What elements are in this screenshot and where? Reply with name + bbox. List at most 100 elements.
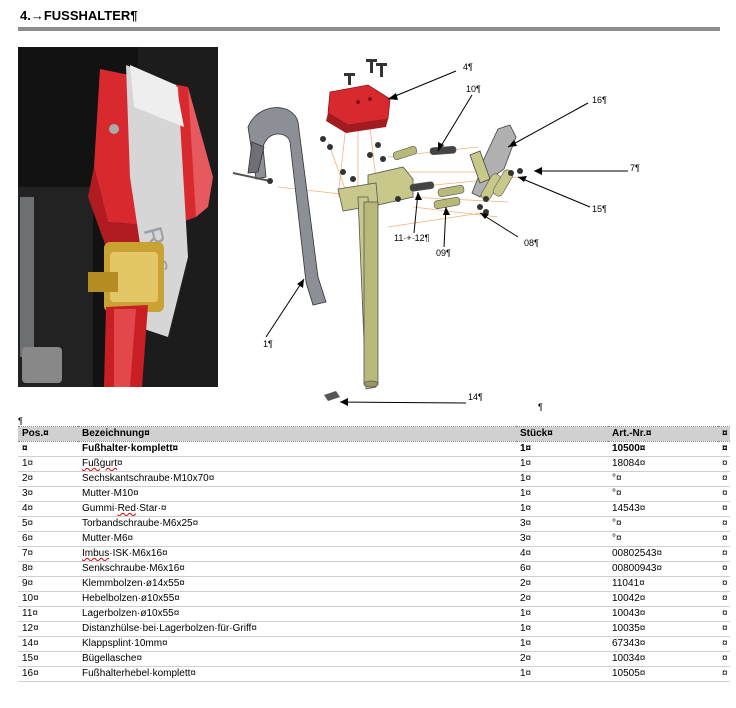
table-row: 15¤Bügellasche¤2¤10034¤¤: [18, 651, 730, 667]
parts-table-body: ¤Fußhalter·komplett¤1¤10500¤¤1¤Fußgurt¤1…: [18, 441, 730, 682]
lever-part: [469, 124, 517, 198]
callout-10: 10¶: [466, 84, 481, 94]
cell-stueck: 1¤: [516, 501, 608, 517]
paragraph-mark-table: ¶: [18, 416, 23, 426]
callout-1: 1¶: [263, 339, 273, 349]
cell-stueck: 3¤: [516, 516, 608, 532]
table-row: 8¤Senkschraube·M6x16¤6¤00800943¤¤: [18, 561, 730, 577]
cell-stueck: 1¤: [516, 621, 608, 637]
cell-art-nr: 00800943¤: [608, 561, 718, 577]
header-stueck: Stück¤: [516, 426, 608, 442]
cell-bezeichnung: Klemmbolzen·ø14x55¤: [78, 576, 516, 592]
cell-art-nr: °¤: [608, 486, 718, 502]
cell-pos: 3¤: [18, 486, 78, 502]
cell-bezeichnung: Imbus·ISK·M6x16¤: [78, 546, 516, 562]
cell-pos: ¤: [18, 441, 78, 457]
cell-bezeichnung: Sechskantschraube·M10x70¤: [78, 471, 516, 487]
cell-stueck: 1¤: [516, 456, 608, 472]
cell-pos: 4¤: [18, 501, 78, 517]
cell-bezeichnung: Hebelbolzen·ø10x55¤: [78, 591, 516, 607]
cell-end: ¤: [718, 501, 730, 517]
callout-7: 7¶: [630, 163, 640, 173]
cell-stueck: 2¤: [516, 576, 608, 592]
cell-pos: 6¤: [18, 531, 78, 547]
paragraph-mark-diagram: ¶: [538, 402, 543, 412]
callout-09: 09¶: [436, 248, 451, 258]
cell-pos: 12¤: [18, 621, 78, 637]
cell-pos: 16¤: [18, 666, 78, 682]
cell-end: ¤: [718, 516, 730, 532]
header-end: ¤: [718, 426, 730, 442]
table-row: 14¤Klappsplint·10mm¤1¤67343¤¤: [18, 636, 730, 652]
table-row: 5¤Torbandschraube·M6x25¤3¤°¤¤: [18, 516, 730, 532]
cell-pos: 7¤: [18, 546, 78, 562]
callout-08: 08¶: [524, 238, 539, 248]
cell-pos: 9¤: [18, 576, 78, 592]
cell-end: ¤: [718, 636, 730, 652]
cell-bezeichnung: Fußhalterhebel·komplett¤: [78, 666, 516, 682]
cell-stueck: 3¤: [516, 531, 608, 547]
table-row: 3¤Mutter·M10¤1¤°¤¤: [18, 486, 730, 502]
cell-stueck: 6¤: [516, 561, 608, 577]
table-row: 10¤Hebelbolzen·ø10x55¤2¤10042¤¤: [18, 591, 730, 607]
table-row: 12¤Distanzhülse·bei·Lagerbolzen·für·Grif…: [18, 621, 730, 637]
cell-art-nr: 10042¤: [608, 591, 718, 607]
spellcheck-mark: Fußgurt: [82, 458, 118, 469]
cell-art-nr: °¤: [608, 471, 718, 487]
cell-end: ¤: [718, 531, 730, 547]
table-row: 1¤Fußgurt¤1¤18084¤¤: [18, 456, 730, 472]
cell-bezeichnung: Mutter·M6¤: [78, 531, 516, 547]
cell-pos: 15¤: [18, 651, 78, 667]
exploded-diagram: 4¶ 10¶ 16¶ 7¶ 15¶ 08¶ 11·+·12¶ 09¶ 1¶ 14…: [218, 47, 640, 412]
cell-end: ¤: [718, 606, 730, 622]
cell-art-nr: 14543¤: [608, 501, 718, 517]
cell-bezeichnung: Torbandschraube·M6x25¤: [78, 516, 516, 532]
cell-bezeichnung: Mutter·M10¤: [78, 486, 516, 502]
cell-end: ¤: [718, 456, 730, 472]
callout-15: 15¶: [592, 204, 607, 214]
cell-stueck: 2¤: [516, 591, 608, 607]
header-pos: Pos.¤: [18, 426, 78, 442]
cell-art-nr: °¤: [608, 516, 718, 532]
cell-stueck: 1¤: [516, 636, 608, 652]
product-photo-image: Ros: [18, 47, 218, 387]
cell-bezeichnung: Fußhalter·komplett¤: [78, 441, 516, 457]
cell-stueck: 1¤: [516, 471, 608, 487]
header-art-nr: Art.-Nr.¤: [608, 426, 718, 442]
spellcheck-mark: Red: [117, 503, 136, 514]
cell-art-nr: °¤: [608, 531, 718, 547]
product-photo: Ros: [18, 47, 218, 387]
cell-pos: 14¤: [18, 636, 78, 652]
table-row: ¤Fußhalter·komplett¤1¤10500¤¤: [18, 441, 730, 457]
cell-stueck: 1¤: [516, 486, 608, 502]
cell-bezeichnung: Gummi·Red·Star·¤: [78, 501, 516, 517]
cell-bezeichnung: Klappsplint·10mm¤: [78, 636, 516, 652]
cell-end: ¤: [718, 561, 730, 577]
cell-end: ¤: [718, 546, 730, 562]
callout-11-12: 11·+·12¶: [394, 233, 430, 243]
cell-end: ¤: [718, 591, 730, 607]
bracket-tube-part: [337, 166, 414, 390]
exploded-diagram-drawing: [232, 59, 628, 406]
cell-end: ¤: [718, 441, 730, 457]
cell-bezeichnung: Senkschraube·M6x16¤: [78, 561, 516, 577]
callout-4: 4¶: [463, 62, 473, 72]
cell-bezeichnung: Lagerbolzen·ø10x55¤: [78, 606, 516, 622]
cell-art-nr: 10034¤: [608, 651, 718, 667]
cell-end: ¤: [718, 666, 730, 682]
cell-art-nr: 10043¤: [608, 606, 718, 622]
cell-stueck: 1¤: [516, 666, 608, 682]
cell-pos: 11¤: [18, 606, 78, 622]
table-row: 9¤Klemmbolzen·ø14x55¤2¤11041¤¤: [18, 576, 730, 592]
title-rule: [18, 27, 720, 31]
cell-art-nr: 10505¤: [608, 666, 718, 682]
table-row: 16¤Fußhalterhebel·komplett¤1¤10505¤¤: [18, 666, 730, 682]
cell-end: ¤: [718, 576, 730, 592]
table-row: 11¤Lagerbolzen·ø10x55¤1¤10043¤¤: [18, 606, 730, 622]
cell-stueck: 1¤: [516, 606, 608, 622]
cell-pos: 8¤: [18, 561, 78, 577]
callout-16: 16¶: [592, 95, 607, 105]
parts-table: Pos.¤ Bezeichnung¤ Stück¤ Art.-Nr.¤ ¤ ¤F…: [18, 426, 730, 682]
cell-art-nr: 11041¤: [608, 576, 718, 592]
header-bezeichnung: Bezeichnung¤: [78, 426, 516, 442]
